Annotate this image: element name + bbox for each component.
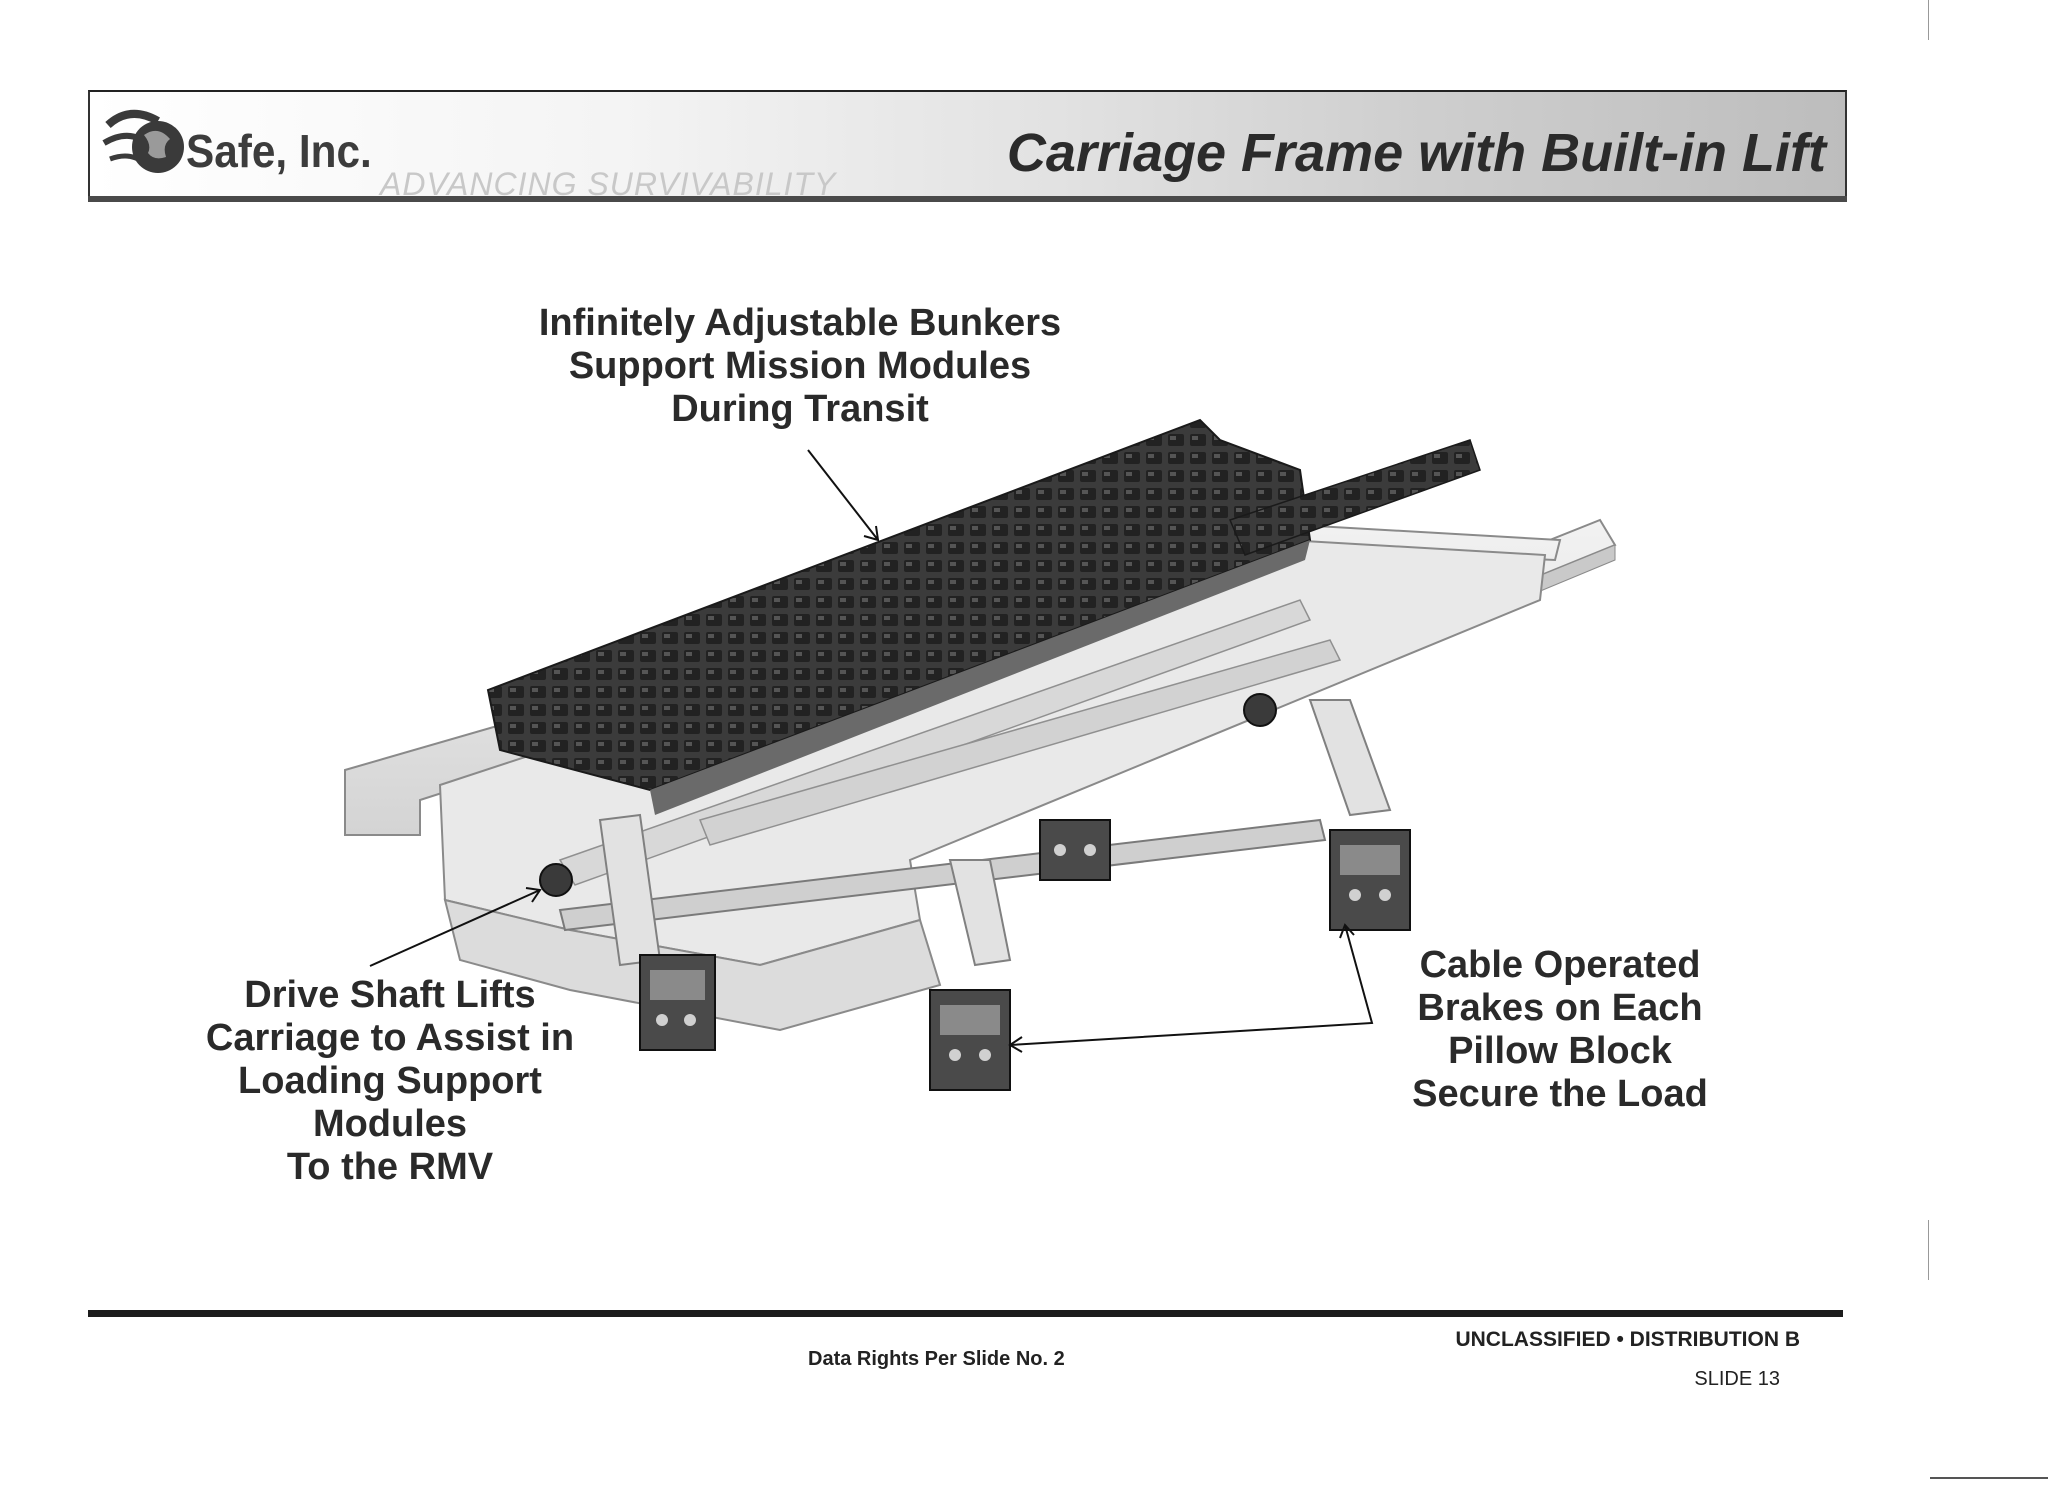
page-title: Carriage Frame with Built-in Lift bbox=[1006, 123, 1826, 183]
callout-line: Infinitely Adjustable Bunkers bbox=[538, 302, 1062, 344]
callout-brakes: Cable Operated Brakes on Each Pillow Blo… bbox=[1365, 944, 1755, 1116]
classification-marking: UNCLASSIFIED • DISTRIBUTION B bbox=[1455, 1328, 1800, 1351]
header-band bbox=[88, 90, 1847, 202]
safe-inc-logo-icon bbox=[102, 110, 184, 173]
scan-margin-mark bbox=[1928, 0, 1929, 40]
callout-line: Pillow Block bbox=[1448, 1030, 1672, 1072]
callout-line: To the RMV bbox=[286, 1146, 494, 1188]
callout-line: During Transit bbox=[671, 388, 929, 430]
header-rule bbox=[88, 196, 1847, 202]
callout-line: Drive Shaft Lifts bbox=[244, 974, 536, 1016]
callout-line: Cable Operated bbox=[1419, 944, 1701, 986]
pointer-drive-shaft bbox=[369, 887, 542, 967]
callout-line: Support Mission Modules bbox=[568, 345, 1032, 387]
callout-line: Loading Support bbox=[238, 1060, 542, 1102]
scan-margin-mark bbox=[1930, 1477, 2048, 1479]
pillow-block-front-left bbox=[639, 954, 716, 1051]
pillow-block-rear-right bbox=[1329, 829, 1411, 931]
pointer-brakes bbox=[1008, 923, 1374, 1053]
callout-bunkers: Infinitely Adjustable Bunkers Support Mi… bbox=[490, 302, 1110, 431]
pillow-block-front-center bbox=[929, 989, 1011, 1091]
pillow-block-rear-center bbox=[1039, 819, 1111, 881]
callout-drive-shaft: Drive Shaft Lifts Carriage to Assist in … bbox=[165, 974, 615, 1189]
footer-rule bbox=[88, 1310, 1843, 1317]
callout-line: Brakes on Each bbox=[1417, 987, 1703, 1029]
callout-line: Modules bbox=[312, 1103, 468, 1145]
company-tagline: ADVANCING SURVIVABILITY bbox=[380, 166, 837, 202]
data-rights-note: Data Rights Per Slide No. 2 bbox=[808, 1348, 1065, 1370]
scan-margin-mark bbox=[1928, 1220, 1929, 1280]
slide-number: SLIDE 13 bbox=[1694, 1368, 1780, 1390]
company-name: Safe, Inc. bbox=[186, 125, 372, 177]
drive-shaft-knob bbox=[539, 863, 573, 897]
callout-line: Secure the Load bbox=[1412, 1073, 1708, 1115]
callout-line: Carriage to Assist in bbox=[205, 1017, 575, 1059]
pointer-bunker bbox=[807, 449, 880, 542]
